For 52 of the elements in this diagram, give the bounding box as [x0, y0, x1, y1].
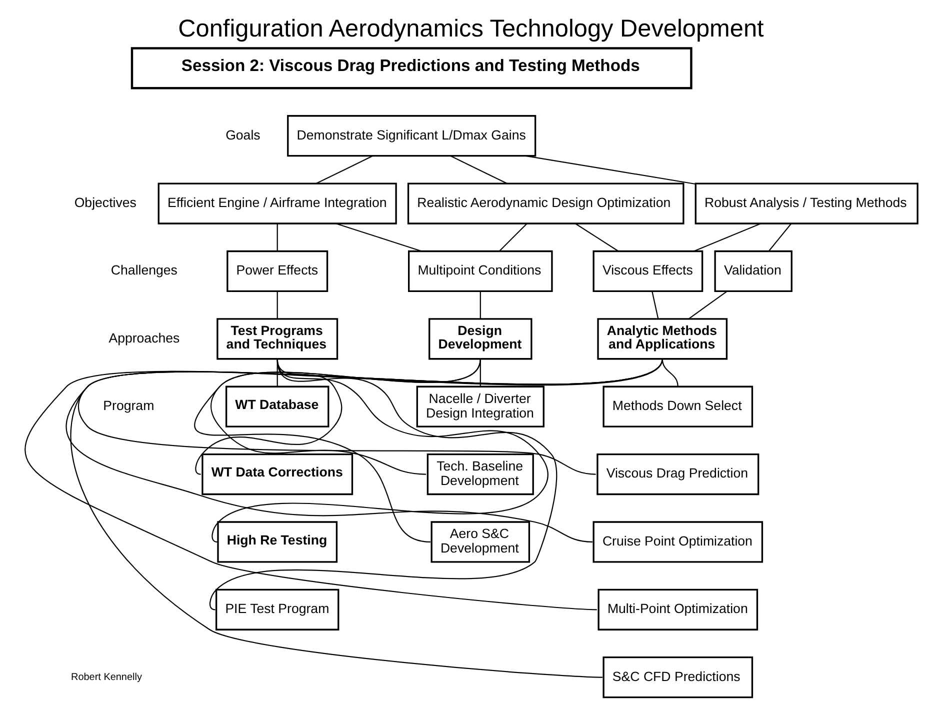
node-box: Analytic Methods and Applications: [597, 318, 728, 360]
node-box: Viscous Effects: [592, 250, 704, 292]
node-box: Multi-Point Optimization: [598, 588, 758, 630]
connector: [480, 358, 481, 387]
node-box: Session 2: Viscous Drag Predictions and Testing Methods: [130, 47, 692, 90]
connector: [662, 358, 678, 387]
label: Goals: [226, 127, 260, 142]
node-box: WT Database: [225, 386, 330, 428]
connector: [575, 223, 619, 252]
node-box: Multipoint Conditions: [408, 250, 553, 292]
node-box: Realistic Aerodynamic Design Optimization: [407, 182, 684, 224]
node-box: Cruise Point Optimization: [592, 521, 764, 563]
connector: [526, 155, 696, 185]
node-box: WT Data Corrections: [202, 453, 354, 496]
connector: [276, 291, 278, 319]
node-box: Methods Down Select: [602, 386, 754, 428]
connector: [24, 358, 663, 610]
connector: [652, 291, 659, 319]
node-box: Tech. Baseline Development: [426, 453, 534, 496]
label: Challenges: [110, 262, 178, 278]
connector: [768, 223, 792, 252]
node-box: Robust Analysis / Testing Methods: [694, 182, 918, 224]
connector: [688, 290, 728, 320]
connector: [210, 358, 481, 475]
connector: [450, 155, 508, 184]
connector: [209, 358, 558, 610]
label: Robert Kennelly: [71, 672, 142, 683]
node-box: Design Development: [428, 318, 532, 360]
connector: [336, 223, 422, 252]
node-box: Test Programs and Techniques: [216, 318, 338, 360]
connector: [194, 358, 481, 543]
node-box: Nacelle / Diverter Design Integration: [416, 386, 544, 428]
label: Approaches: [108, 330, 180, 346]
node-box: Power Effects: [226, 250, 328, 292]
connector: [499, 223, 528, 252]
label: Objectives: [74, 194, 136, 210]
connector: [480, 291, 481, 319]
node-box: Efficient Engine / Airframe Integration: [158, 182, 397, 224]
connector: [70, 358, 663, 678]
node-box: Aero S&C Development: [430, 521, 530, 563]
connector: [276, 224, 278, 251]
connector: [212, 358, 548, 542]
diagram-title: Configuration Aerodynamics Technology Development: [178, 16, 764, 43]
node-box: S&C CFD Predictions: [602, 656, 754, 698]
node-box: Viscous Drag Prediction: [596, 453, 760, 496]
connector: [316, 155, 374, 184]
node-box: Validation: [714, 250, 792, 292]
node-box: Demonstrate Significant L/Dmax Gains: [287, 115, 536, 157]
node-box: High Re Testing: [217, 521, 338, 563]
label: Program: [103, 398, 154, 414]
connector: [694, 223, 761, 252]
node-box: PIE Test Program: [216, 588, 340, 630]
